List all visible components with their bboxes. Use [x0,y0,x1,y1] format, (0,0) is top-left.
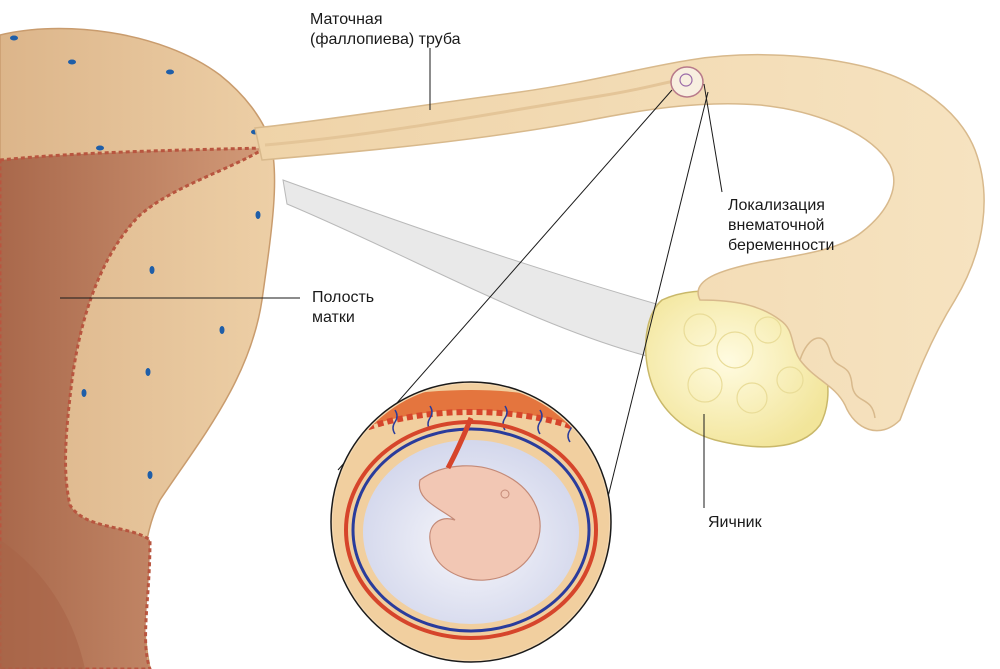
label-ectopic-site: Локализация внематочной беременности [728,196,834,256]
label-ovary: Яичник [708,513,762,533]
label-uterine-cavity-line1: Полость [312,289,375,306]
label-fallopian-tube: Маточная (фаллопиева) труба [310,10,461,50]
embryo [418,465,541,581]
uterine-cavity [0,146,271,669]
wall-nuclei [10,35,261,479]
magnified-view [330,381,612,663]
label-uterine-cavity-line2: матки [312,309,355,326]
ligament [282,179,663,361]
tube-lumen [264,76,691,147]
fallopian-tube [254,53,985,432]
ectopic-embryo-site [670,66,704,98]
label-ectopic-site-line1: Локализация [728,197,825,214]
ovary-follicles [683,313,804,414]
leader-ectopic [703,83,723,193]
label-ectopic-site-line2: внематочной [728,217,825,234]
fimbria-edge [799,337,876,419]
zoom-line-right [605,91,709,506]
label-uterine-cavity: Полость матки [312,288,374,328]
label-fallopian-tube-line2: (фаллопиева) труба [310,31,461,48]
cavity-fold [0,540,85,669]
label-ovary-line1: Яичник [708,514,762,531]
label-fallopian-tube-line1: Маточная [310,11,383,28]
label-ectopic-site-line3: беременности [728,237,835,254]
